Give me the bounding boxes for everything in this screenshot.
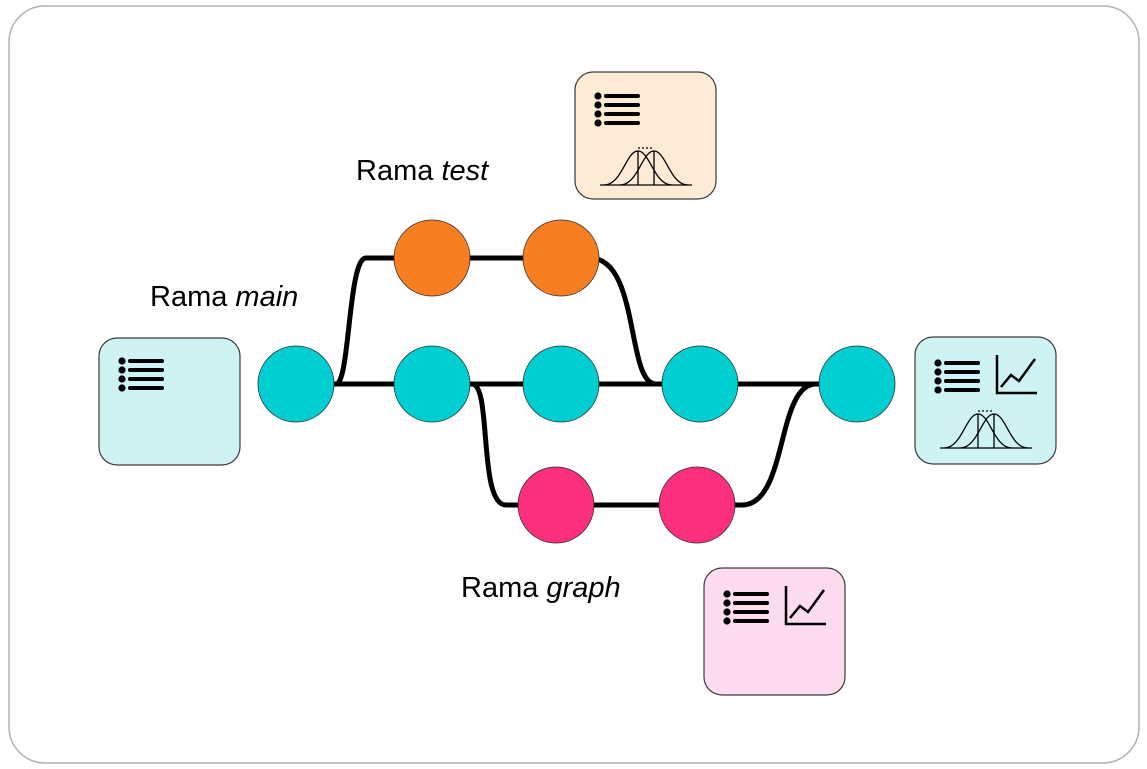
commit-node[interactable]: [257, 345, 335, 423]
commit-node[interactable]: [393, 345, 471, 423]
graph-commits: [517, 466, 736, 544]
branch-label-test: Rama test: [356, 155, 490, 187]
state-card: [98, 337, 241, 466]
commit-node[interactable]: [658, 466, 736, 544]
state-card: [703, 567, 846, 696]
card-start: [98, 337, 241, 466]
commit-node[interactable]: [522, 219, 600, 297]
card-merged: [914, 336, 1057, 465]
test-commits: [393, 219, 600, 297]
card-test: [574, 71, 717, 200]
commit-node[interactable]: [661, 345, 739, 423]
commit-node[interactable]: [517, 466, 595, 544]
commit-node[interactable]: [393, 219, 471, 297]
main-commits: [257, 345, 896, 423]
state-card: [574, 71, 717, 200]
commit-node[interactable]: [818, 345, 896, 423]
branch-label-main: Rama main: [150, 281, 298, 313]
branch-label-graph: Rama graph: [461, 572, 621, 604]
state-card: [914, 336, 1057, 465]
card-graph: [703, 567, 846, 696]
commit-node[interactable]: [522, 345, 600, 423]
